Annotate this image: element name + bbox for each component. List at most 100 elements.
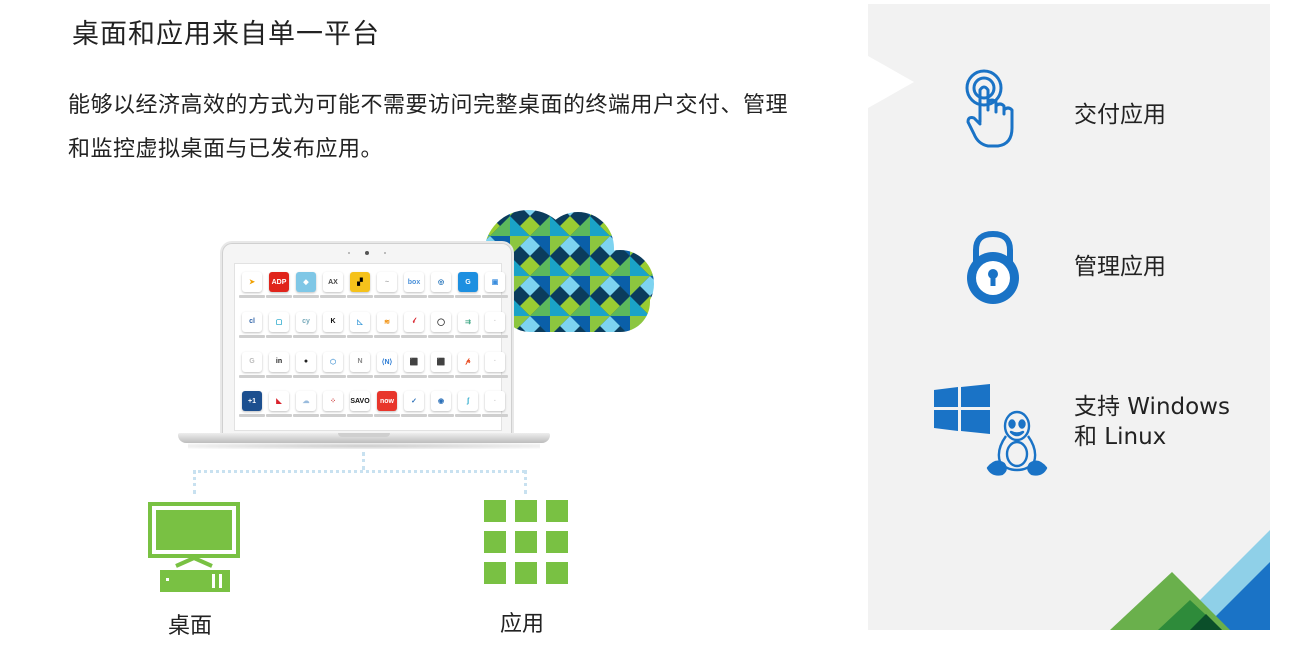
app-tile: ⁘ [320, 387, 346, 426]
app-tile: SAVO [347, 387, 373, 426]
app-tile: ▞ [347, 268, 373, 307]
connector-right [524, 470, 527, 494]
app-tile: ▢ [266, 308, 292, 347]
app-tile: N [347, 348, 373, 387]
app-tile: ▣ [482, 268, 508, 307]
feature-label-os-line2: 和 Linux [1074, 424, 1167, 450]
app-tile: ⟨N⟩ [374, 348, 400, 387]
app-tile: ~ [374, 268, 400, 307]
app-icon: K [323, 311, 343, 332]
app-icon: ▣ [485, 272, 505, 292]
app-tile: in [266, 348, 292, 387]
app-tile: box [401, 268, 427, 307]
camera-dot-left [348, 252, 350, 254]
app-tile: 𝓅 [455, 348, 481, 387]
app-icon: ⟨N⟩ [377, 351, 397, 372]
app-icon: cl [242, 311, 262, 332]
connector-horizontal [193, 470, 525, 473]
connector-center [362, 452, 365, 470]
app-icon: ✓ [404, 391, 424, 412]
app-tile: ➤ [239, 268, 265, 307]
app-icon: · [485, 391, 505, 412]
app-icon: now [377, 391, 397, 412]
app-icon: SAVO [350, 391, 370, 412]
description-text: 能够以经济高效的方式为可能不需要访问完整桌面的终端用户交付、管理和监控虚拟桌面与… [68, 93, 789, 162]
app-icon: ▞ [350, 272, 370, 292]
app-icon: ADP [269, 272, 289, 292]
corner-triangles-decoration [1110, 530, 1270, 630]
app-tile: cl [239, 308, 265, 347]
app-icon: ➤ [242, 272, 262, 292]
app-icon: ⬛ [404, 351, 424, 372]
app-icon: N [350, 351, 370, 372]
app-tile: G [239, 348, 265, 387]
laptop-shadow [188, 443, 540, 449]
feature-label-os-support: 支持 Windows 和 Linux [1074, 392, 1230, 452]
app-tile: G [455, 268, 481, 307]
apps-label: 应用 [500, 612, 545, 637]
laptop-notch [338, 433, 390, 437]
app-icon: +1 [242, 391, 262, 412]
app-icon: ⬡ [323, 351, 343, 372]
app-icon: ≋ [377, 311, 397, 332]
laptop-screen-frame: ➤ ADP ◆ AX ▞ ~ box ◎ G ▣ cl ▢ cy K ◺ ≋ 𝓁… [222, 243, 512, 435]
app-icon: ◎ [431, 272, 451, 292]
app-icon: cy [296, 311, 316, 332]
camera-icon [365, 251, 369, 255]
app-icon: ~ [377, 272, 397, 292]
app-tile: ◣ [266, 387, 292, 426]
app-icon: ◆ [296, 272, 316, 292]
features-panel [868, 4, 1270, 630]
app-icon: ⇉ [458, 311, 478, 332]
desktop-label: 桌面 [168, 614, 213, 639]
app-tile: · [482, 387, 508, 426]
app-tile: ADP [266, 268, 292, 307]
app-tile: · [482, 348, 508, 387]
app-icon: ● [296, 351, 316, 372]
app-tile: K [320, 308, 346, 347]
app-tile: ☁ [293, 387, 319, 426]
apps-grid-icon [484, 500, 568, 584]
app-tile: 𝓁 [401, 308, 427, 347]
app-tile: ⇉ [455, 308, 481, 347]
app-tile: ⬛ [401, 348, 427, 387]
linux-tux-icon [986, 410, 1048, 476]
app-tile: cy [293, 308, 319, 347]
app-icon: ◺ [350, 311, 370, 332]
app-icon: ʃ [458, 391, 478, 412]
desktop-monitor-icon [148, 502, 240, 592]
app-tile: ● [293, 348, 319, 387]
app-icon: 𝓁 [404, 311, 424, 332]
app-icon: ◣ [269, 391, 289, 412]
app-icon: ⬛ [431, 351, 451, 372]
app-icon: ◯ [431, 311, 451, 332]
app-icon: AX [323, 272, 343, 292]
app-icon: ◉ [431, 391, 451, 412]
windows-logo-icon [934, 384, 990, 434]
page-title: 桌面和应用来自单一平台 [72, 19, 380, 50]
feature-label-os-line1: 支持 Windows [1074, 394, 1230, 420]
app-tile: ⬛ [428, 348, 454, 387]
app-icon: G [242, 351, 262, 372]
feature-label-manage: 管理应用 [1074, 254, 1166, 280]
camera-dot-right [384, 252, 386, 254]
app-tile: ✓ [401, 387, 427, 426]
panel-pointer-notch [868, 56, 914, 108]
app-icon: 𝓅 [458, 351, 478, 372]
padlock-icon [967, 230, 1019, 304]
app-tile: ◉ [428, 387, 454, 426]
app-tile: ʃ [455, 387, 481, 426]
touch-hand-icon [965, 69, 1014, 148]
app-tile: +1 [239, 387, 265, 426]
laptop-display: ➤ ADP ◆ AX ▞ ~ box ◎ G ▣ cl ▢ cy K ◺ ≋ 𝓁… [234, 263, 508, 431]
app-icon-grid: ➤ ADP ◆ AX ▞ ~ box ◎ G ▣ cl ▢ cy K ◺ ≋ 𝓁… [239, 268, 508, 426]
app-icon: ⁘ [323, 391, 343, 412]
app-icon: · [485, 311, 505, 332]
feature-label-deliver: 交付应用 [1074, 102, 1166, 128]
app-tile: ◺ [347, 308, 373, 347]
app-icon: G [458, 272, 478, 292]
app-tile: ≋ [374, 308, 400, 347]
connector-left [193, 470, 196, 494]
laptop-base [178, 433, 550, 443]
app-icon: · [485, 351, 505, 372]
